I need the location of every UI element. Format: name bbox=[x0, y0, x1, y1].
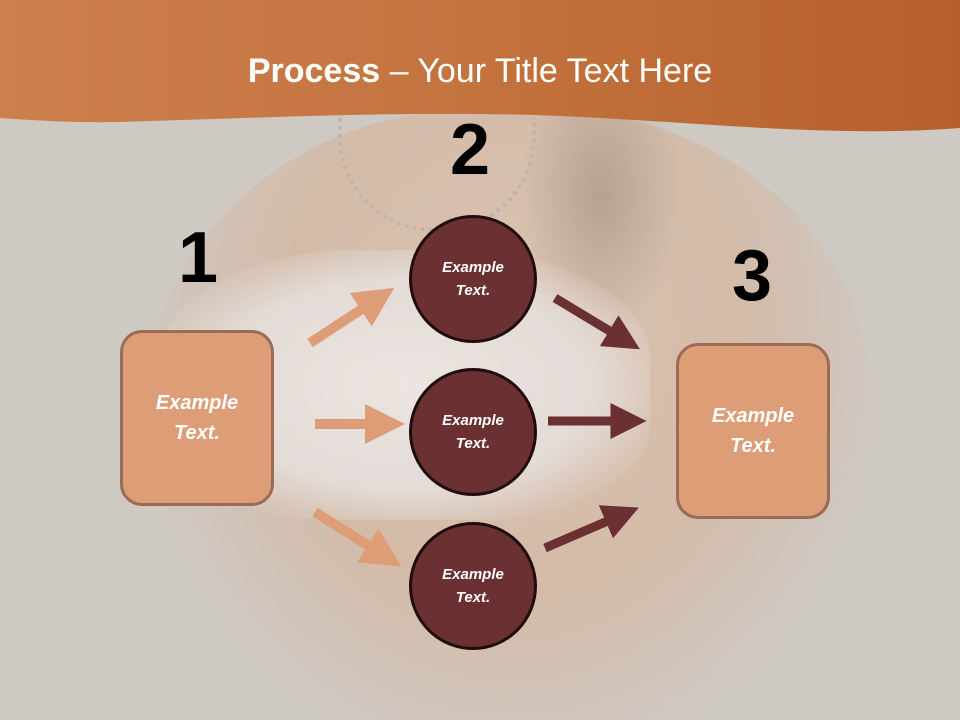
header-band: Process – Your Title Text Here bbox=[0, 0, 960, 140]
step-1-box: Example Text. bbox=[120, 330, 274, 506]
step-3-box-text: Example Text. bbox=[711, 405, 795, 457]
step-number-1: 1 bbox=[178, 218, 219, 298]
step-2-circle-1: Example Text. bbox=[409, 215, 537, 343]
step-3-box: Example Text. bbox=[676, 343, 830, 519]
title-rest: – Your Title Text Here bbox=[380, 52, 713, 90]
header-wave bbox=[0, 0, 960, 132]
step-number-3: 3 bbox=[732, 236, 773, 316]
title-bold: Process bbox=[247, 52, 381, 90]
circle-2-text: Example Text. bbox=[442, 412, 504, 452]
step-number-2: 2 bbox=[450, 110, 491, 190]
arrow-from-circle-3 bbox=[543, 505, 639, 553]
arrow-from-circle-1 bbox=[552, 294, 640, 350]
circle-3-text: Example Text. bbox=[442, 566, 504, 606]
step-2-circle-3: Example Text. bbox=[409, 522, 537, 650]
arrow-to-circle-1 bbox=[307, 287, 395, 348]
circle-1-text: Example Text. bbox=[442, 259, 504, 299]
arrow-to-circle-3 bbox=[312, 507, 402, 567]
page-title: Process – Your Title Text Here bbox=[0, 52, 960, 91]
step-2-circle-2: Example Text. bbox=[409, 368, 537, 496]
step-1-box-text: Example Text. bbox=[155, 392, 239, 444]
